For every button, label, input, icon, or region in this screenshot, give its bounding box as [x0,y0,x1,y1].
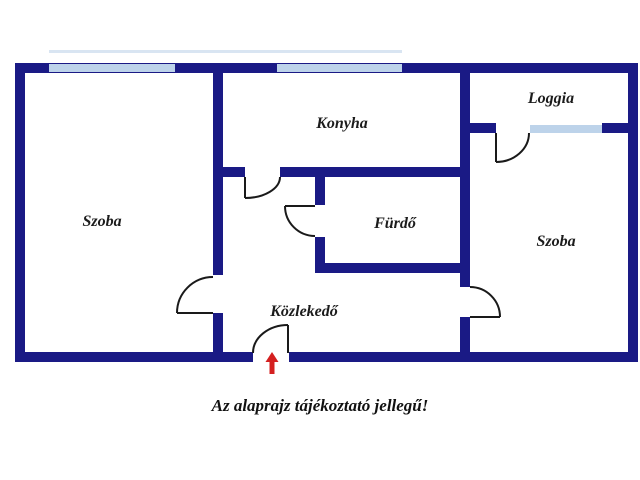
wall-divider-right-lower [460,317,470,352]
wall-divider-left-lower [213,313,223,352]
window-loggia [530,125,602,133]
door-arc-loggia [495,132,530,163]
wall-bottom-right-of-entrance [289,352,638,362]
wall-bathroom-left-upper [315,177,325,205]
door-arc-left-room [176,276,214,314]
room-label-konyha: Konyha [315,115,368,132]
door-arc-entrance [252,324,289,354]
entrance-arrow-stem [269,361,275,374]
door-arc-right-room [469,286,501,318]
room-label-szoba-right: Szoba [536,233,575,250]
wall-bottom-left-of-entrance [15,352,253,362]
room-label-loggia: Loggia [527,90,574,107]
door-arc-kitchen [244,176,281,199]
wall-kitchen-bottom-right [280,167,460,177]
room-label-furdo: Fürdő [373,215,417,232]
room-label-kozlekedo: Közlekedő [269,303,339,320]
wall-left [15,63,25,362]
wall-bathroom-left-lower [315,237,325,263]
window-kitchen [277,64,402,72]
room-label-szoba-left: Szoba [82,213,121,230]
window-sill-strip [49,50,402,53]
wall-right [628,63,638,362]
door-arc-bathroom [284,205,316,237]
entrance-arrow-head [265,352,279,362]
doors [176,132,530,354]
window-left-room [49,64,175,72]
wall-loggia-bottom-left [470,123,496,133]
plan-caption: Az alaprajz tájékoztató jellegű! [211,396,429,415]
windows [49,64,602,133]
wall-loggia-bottom-right [602,123,628,133]
wall-kitchen-bottom-left [213,167,245,177]
wall-divider-right-upper [460,73,470,287]
wall-bathroom-bottom [315,263,470,273]
entrance-arrow-icon [265,352,279,374]
